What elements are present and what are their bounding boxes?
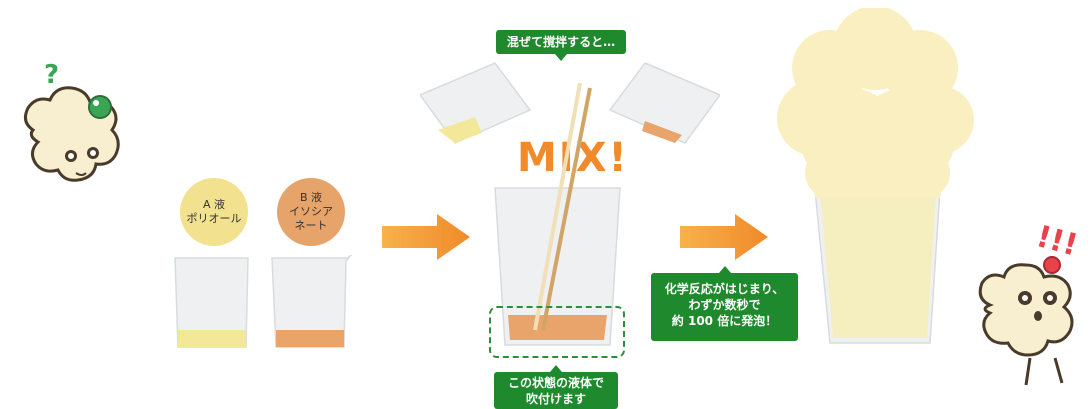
beakers-ab	[174, 255, 353, 348]
spray-text-1: この状態の液体で	[507, 376, 604, 390]
liquid-a-label: A 液 ポリオール	[180, 178, 248, 246]
reaction-text-3: 約 100 倍に発泡！	[671, 314, 778, 328]
liquid-b-name: B 液	[299, 191, 323, 204]
liquid-a-type: ポリオール	[186, 212, 242, 225]
stir-stick-icon	[533, 82, 592, 331]
liquid-b-label: B 液 イソシア ネート	[277, 178, 345, 246]
arrow-right-icon-2	[680, 214, 768, 260]
confused-mascot: ?	[23, 60, 120, 182]
mix-stir-text: 混ぜて撹拌すると…	[506, 35, 616, 49]
arrow-right-icon	[382, 214, 470, 260]
exclamation-icon: !!!	[1033, 219, 1082, 263]
spray-bubble: この状態の液体で 吹付けます	[494, 365, 618, 409]
reaction-bubble: 化学反応がはじまり、 わずか数秒で 約 100 倍に発泡！	[651, 266, 798, 341]
foaming-cup	[777, 8, 974, 344]
question-mark-icon: ?	[44, 60, 59, 90]
spray-text-2: 吹付けます	[525, 392, 586, 406]
reaction-text-1: 化学反応がはじまり、	[664, 282, 785, 296]
mixing-cup	[494, 187, 621, 346]
liquid-b-type-2: ネート	[294, 219, 328, 232]
reaction-text-2: わずか数秒で	[688, 298, 761, 312]
mix-stir-bubble: 混ぜて撹拌すると…	[496, 30, 626, 61]
liquid-highlight-box	[489, 306, 625, 358]
surprised-mascot: !!!	[978, 219, 1082, 386]
liquid-a-name: A 液	[202, 198, 226, 211]
pouring-cups	[420, 62, 720, 144]
liquid-b-type-1: イソシア	[289, 205, 333, 218]
